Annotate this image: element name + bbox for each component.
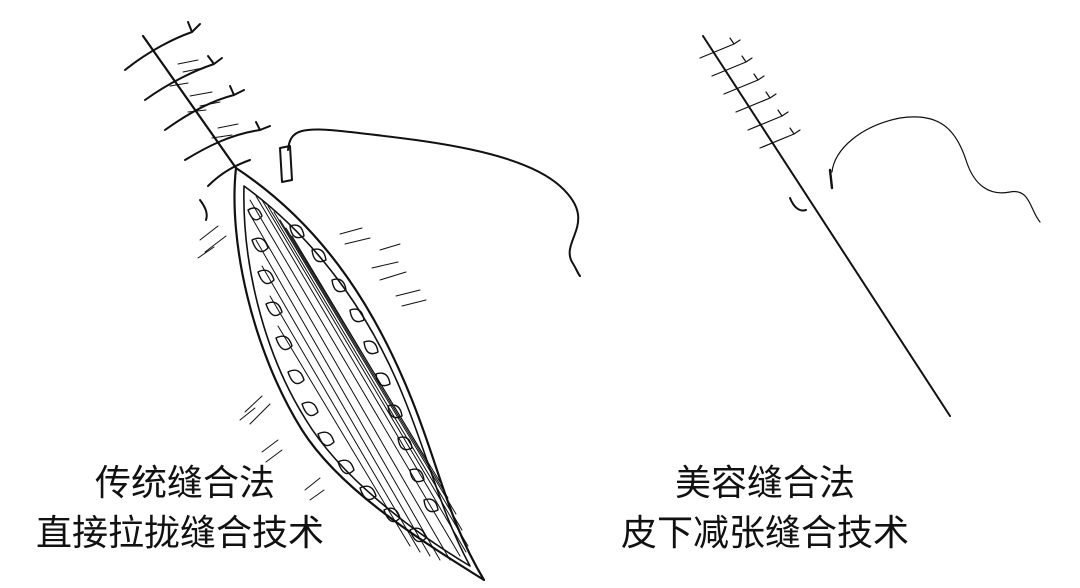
muscle-fibers: [249, 195, 469, 561]
cosmetic-thread: [831, 116, 1041, 223]
skin-hatching: [169, 59, 427, 501]
traditional-suture-subtitle: 直接拉拢缝合技术: [35, 513, 324, 554]
cosmetic-stitch-marks: [699, 37, 801, 149]
cosmetic-incision-line: [702, 35, 951, 417]
closed-incision-line: [141, 34, 238, 170]
cosmetic-knot-curl: [789, 197, 807, 212]
suture-thread: [287, 128, 581, 277]
wound-top-curve: [199, 199, 208, 221]
traditional-suture-title: 传统缝合法: [94, 463, 275, 504]
needle: [279, 145, 293, 183]
cosmetic-suture-drawing: [699, 35, 1041, 417]
cosmetic-needle: [828, 168, 834, 190]
traditional-suture-drawing: [124, 21, 581, 582]
cosmetic-suture-title: 美容缝合法: [674, 463, 855, 504]
cosmetic-suture-subtitle: 皮下减张缝合技术: [620, 513, 909, 554]
interrupted-stitches: [124, 21, 271, 187]
